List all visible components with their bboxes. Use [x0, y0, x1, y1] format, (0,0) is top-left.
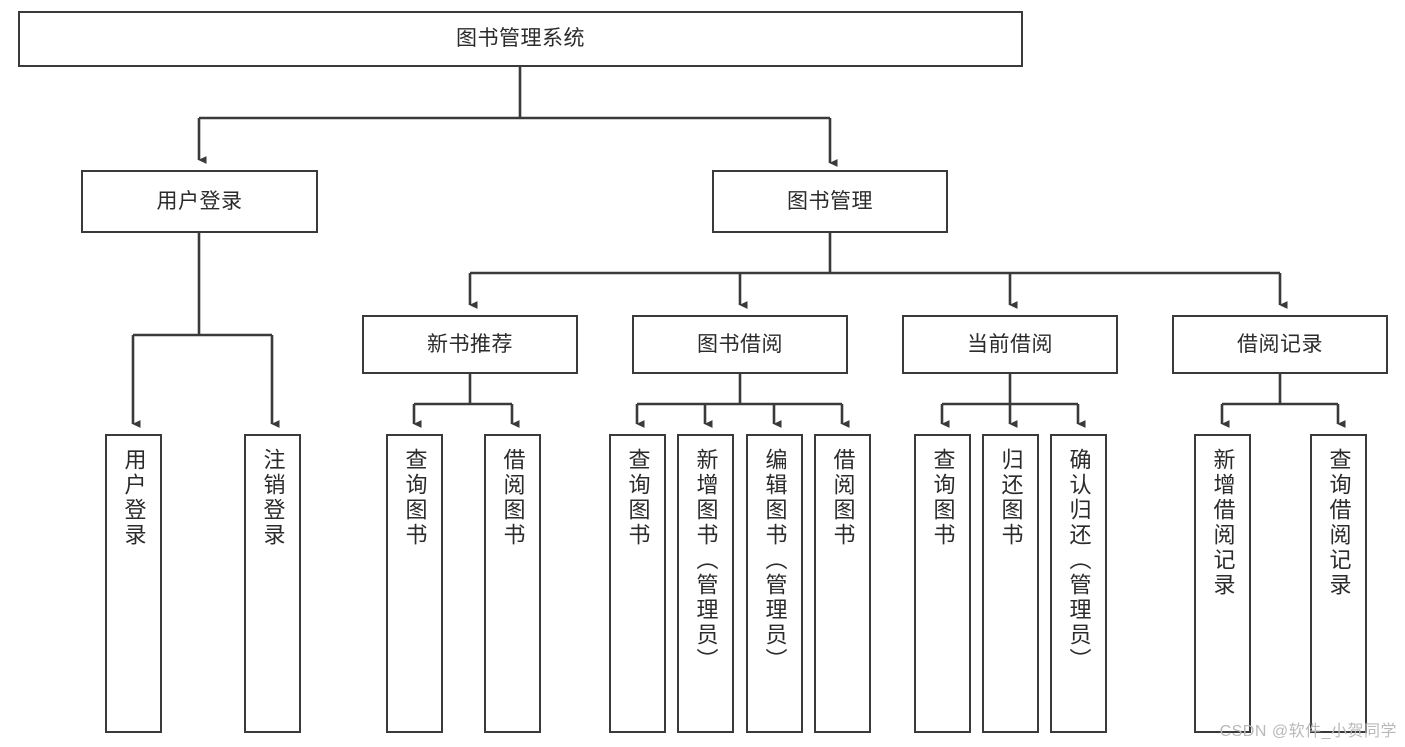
node-borrow-record[interactable]: 借阅记录 [1172, 315, 1388, 374]
node-label: 图书借阅 [697, 332, 783, 356]
node-root-book-management-system[interactable]: 图书管理系统 [18, 11, 1023, 67]
node-leaf-query-borrow-record[interactable]: 查询借阅记录 [1310, 434, 1367, 733]
node-leaf-edit-book-admin[interactable]: 编辑图书（管理员） [746, 434, 803, 733]
node-leaf-user-login[interactable]: 用户登录 [105, 434, 162, 733]
node-leaf-query-book-current[interactable]: 查询图书 [914, 434, 971, 733]
node-leaf-borrow-book-recommend[interactable]: 借阅图书 [484, 434, 541, 733]
node-label: 查询图书 [930, 448, 956, 548]
node-label: 用户登录 [156, 189, 243, 213]
node-label: 新书推荐 [427, 332, 513, 356]
node-leaf-query-book-recommend[interactable]: 查询图书 [386, 434, 443, 733]
node-current-borrow[interactable]: 当前借阅 [902, 315, 1118, 374]
node-label: 图书管理 [787, 189, 873, 213]
node-leaf-add-borrow-record[interactable]: 新增借阅记录 [1194, 434, 1251, 733]
node-label: 确认归还（管理员） [1066, 448, 1092, 673]
node-label: 借阅图书 [500, 448, 526, 548]
node-new-book-recommend[interactable]: 新书推荐 [362, 315, 578, 374]
node-book-borrow[interactable]: 图书借阅 [632, 315, 848, 374]
node-label: 归还图书 [998, 448, 1024, 548]
node-label: 借阅记录 [1237, 332, 1323, 356]
node-leaf-query-book-borrow[interactable]: 查询图书 [609, 434, 666, 733]
node-label: 当前借阅 [967, 332, 1053, 356]
node-leaf-confirm-return-admin[interactable]: 确认归还（管理员） [1050, 434, 1107, 733]
node-leaf-add-book-admin[interactable]: 新增图书（管理员） [677, 434, 734, 733]
node-label: 用户登录 [121, 448, 147, 548]
node-label: 新增图书（管理员） [693, 448, 719, 673]
node-label: 借阅图书 [830, 448, 856, 548]
node-label: 查询图书 [402, 448, 428, 548]
watermark: CSDN @软件_小贺同学 [1219, 723, 1397, 740]
node-label: 查询借阅记录 [1326, 448, 1352, 598]
node-label: 注销登录 [260, 448, 286, 548]
node-book-management[interactable]: 图书管理 [712, 170, 948, 233]
node-label: 新增借阅记录 [1210, 448, 1236, 598]
node-label: 编辑图书（管理员） [762, 448, 788, 673]
node-label: 图书管理系统 [456, 27, 585, 51]
node-leaf-return-book[interactable]: 归还图书 [982, 434, 1039, 733]
node-leaf-logout[interactable]: 注销登录 [244, 434, 301, 733]
node-leaf-borrow-book[interactable]: 借阅图书 [814, 434, 871, 733]
node-user-login[interactable]: 用户登录 [81, 170, 318, 233]
node-label: 查询图书 [625, 448, 651, 548]
